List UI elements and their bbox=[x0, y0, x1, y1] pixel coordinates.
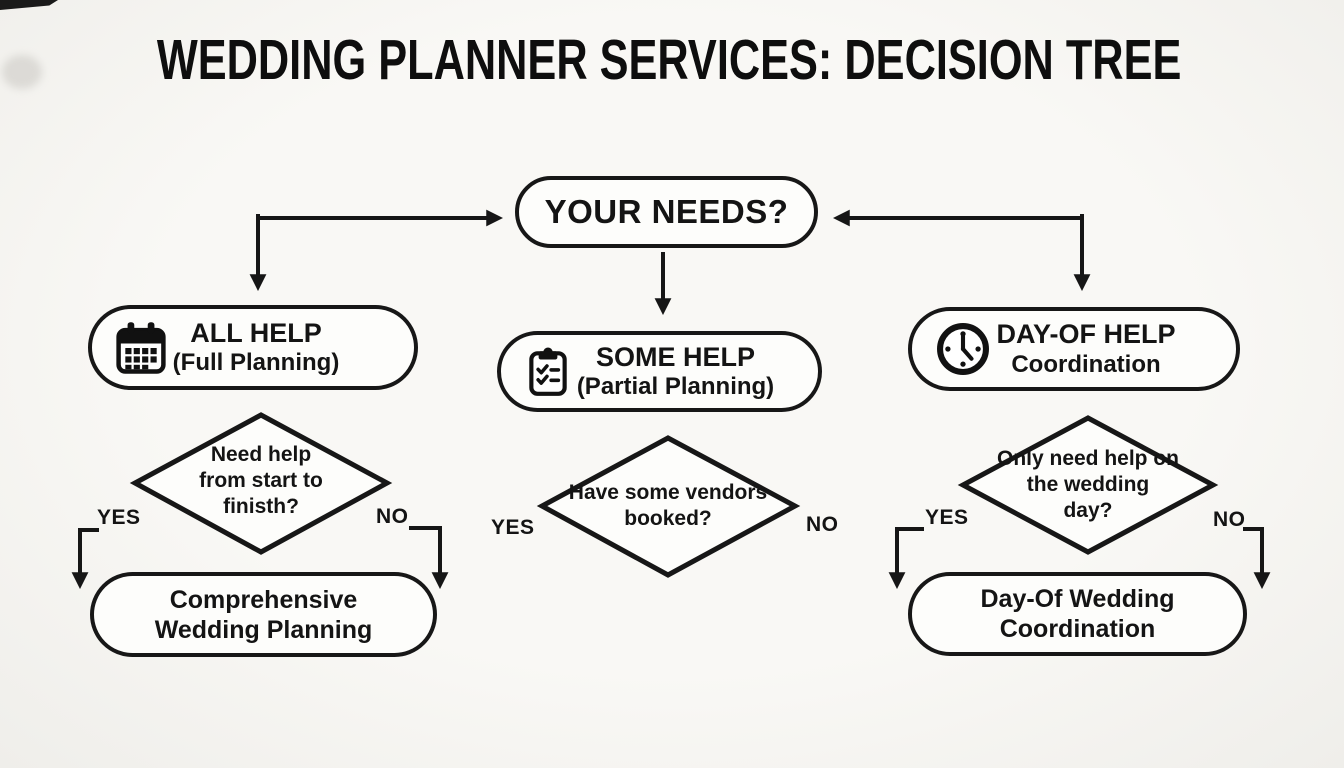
outcome-line: Wedding Planning bbox=[154, 615, 373, 644]
calendar-icon bbox=[116, 321, 166, 374]
no-label-center: NO bbox=[806, 513, 839, 536]
clock-icon bbox=[937, 323, 989, 375]
arrow-yes-left bbox=[71, 528, 99, 590]
page-title: WEDDING PLANNER SERVICES: DECISION TREE bbox=[156, 28, 1182, 92]
option-text-day-of-help: DAY-OF HELP Coordination bbox=[912, 311, 1236, 387]
question-text-center: Have some vendors booked? bbox=[558, 480, 778, 532]
question-line: finisth? bbox=[223, 495, 299, 518]
question-text-left: Need help from start to finisth? bbox=[161, 442, 361, 520]
yes-label-right: YES bbox=[925, 506, 969, 529]
option-title: SOME HELP bbox=[595, 341, 756, 372]
yes-label-left: YES bbox=[97, 506, 141, 529]
outcome-node-comprehensive-planning: Comprehensive Wedding Planning bbox=[90, 572, 437, 657]
corner-artifact bbox=[0, 0, 58, 10]
yes-label-center: YES bbox=[491, 516, 535, 539]
option-node-some-help: SOME HELP (Partial Planning) bbox=[497, 331, 822, 412]
clipboard-icon bbox=[529, 347, 567, 396]
no-label-left: NO bbox=[376, 505, 409, 528]
root-node-label: YOUR NEEDS? bbox=[544, 193, 789, 230]
edge-smudge bbox=[2, 55, 42, 89]
question-line: Only need help on bbox=[996, 447, 1180, 470]
arrow-yes-right bbox=[888, 527, 924, 590]
option-title: ALL HELP bbox=[190, 317, 322, 348]
question-line: day? bbox=[1063, 499, 1113, 522]
outcome-line: Day-Of Wedding bbox=[980, 585, 1175, 613]
outcome-line: Coordination bbox=[999, 615, 1156, 643]
option-title: DAY-OF HELP bbox=[996, 319, 1176, 350]
outcome-line: Comprehensive bbox=[169, 585, 358, 614]
decision-diamond-left bbox=[129, 412, 393, 555]
question-line: Have some vendors bbox=[568, 481, 768, 504]
decision-diamond-center bbox=[536, 435, 801, 578]
option-subtitle: Coordination bbox=[1011, 350, 1161, 378]
question-line: booked? bbox=[624, 507, 712, 530]
option-subtitle: (Partial Planning) bbox=[576, 373, 775, 401]
option-text-all-help: ALL HELP (Full Planning) bbox=[92, 309, 414, 386]
arrow-no-left bbox=[409, 526, 449, 590]
option-node-day-of-help: DAY-OF HELP Coordination bbox=[908, 307, 1240, 391]
no-label-right: NO bbox=[1213, 508, 1246, 531]
option-subtitle: (Full Planning) bbox=[172, 349, 340, 377]
root-node: YOUR NEEDS? bbox=[515, 176, 818, 248]
question-line: the wedding bbox=[1026, 473, 1150, 496]
arrow-no-right bbox=[1243, 527, 1271, 590]
decision-diamond-right bbox=[957, 415, 1219, 555]
question-line: from start to bbox=[199, 469, 323, 492]
question-line: Need help bbox=[210, 443, 312, 466]
option-text-some-help: SOME HELP (Partial Planning) bbox=[501, 335, 818, 408]
outcome-node-day-of-coordination: Day-Of Wedding Coordination bbox=[908, 572, 1247, 656]
option-node-all-help: ALL HELP (Full Planning) bbox=[88, 305, 418, 390]
question-text-right: Only need help on the wedding day? bbox=[988, 446, 1188, 524]
